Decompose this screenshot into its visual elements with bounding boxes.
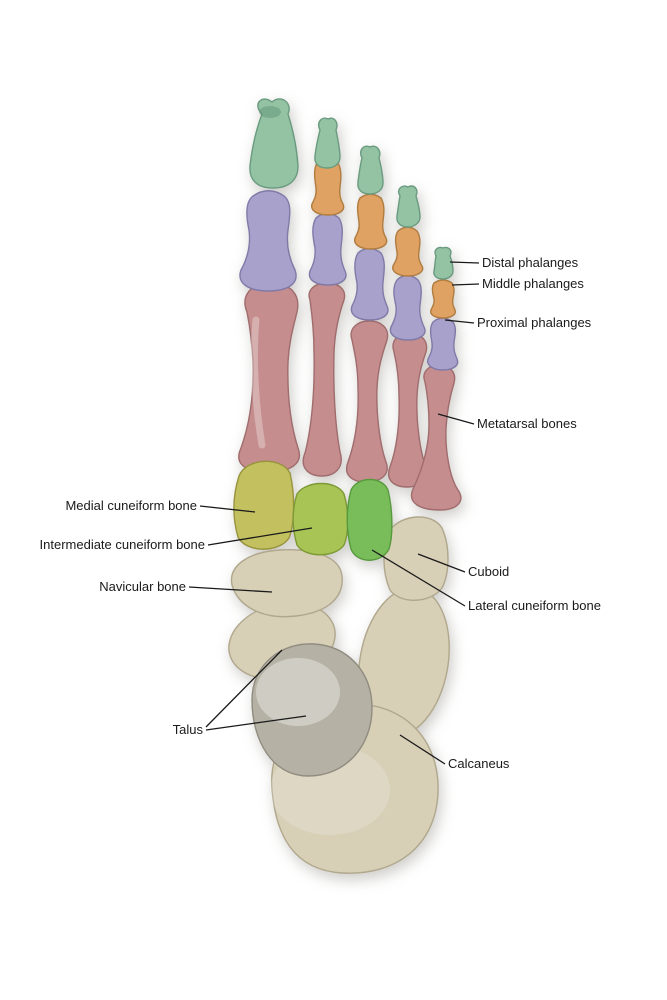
label-cuboid: Cuboid	[468, 564, 510, 579]
distal-phalanx-4-bone	[396, 185, 421, 228]
label-middle-phalanges: Middle phalanges	[482, 276, 584, 291]
navicular-bone	[230, 549, 343, 618]
bones-group	[228, 98, 462, 874]
leader-lines	[188, 261, 480, 765]
lateral-cuneiform-bone	[346, 478, 393, 561]
leader-talus-neck	[205, 649, 283, 728]
leader-distal-phalanges	[449, 261, 480, 264]
label-lateral-cuneiform: Lateral cuneiform bone	[468, 598, 601, 613]
middle-phalanx-4-bone	[392, 226, 424, 277]
leader-medial-cuneiform	[199, 505, 256, 513]
label-navicular: Navicular bone	[99, 579, 186, 594]
label-distal-phalanges: Distal phalanges	[482, 255, 579, 270]
leader-proximal-phalanges	[444, 319, 475, 324]
distal-phalanx-2-bone	[314, 117, 341, 169]
distal-phalanx-1-tuft	[259, 106, 281, 118]
talus-highlight	[256, 658, 340, 726]
label-intermediate-cuneiform: Intermediate cuneiform bone	[39, 537, 205, 552]
leader-intermediate-cuneiform	[207, 527, 313, 546]
proximal-phalanx-3-bone	[350, 247, 389, 321]
leader-cuboid	[417, 553, 466, 573]
leader-metatarsal-bones	[437, 413, 475, 425]
middle-phalanx-2-bone	[311, 158, 345, 216]
distal-phalanx-3-bone	[357, 145, 384, 195]
leader-navicular	[188, 586, 273, 593]
leader-middle-phalanges	[451, 283, 480, 286]
metatarsal-2-bone	[302, 282, 346, 477]
label-medial-cuneiform: Medial cuneiform bone	[65, 498, 197, 513]
proximal-phalanx-5-bone	[427, 317, 459, 371]
metatarsal-1-bone	[238, 282, 301, 473]
proximal-phalanx-2-bone	[308, 212, 347, 286]
leader-calcaneus	[399, 734, 446, 765]
proximal-phalanx-1-bone	[239, 190, 297, 292]
intermediate-cuneiform-bone	[292, 482, 349, 556]
proximal-phalanx-4-bone	[389, 274, 426, 341]
middle-phalanx-5-bone	[429, 279, 457, 319]
leader-lateral-cuneiform	[371, 549, 466, 607]
metatarsal-3-bone	[346, 320, 389, 483]
leader-talus-dome	[205, 715, 307, 731]
distal-phalanx-5-bone	[433, 246, 454, 280]
metatarsal-4-bone	[388, 332, 428, 488]
middle-phalanx-3-bone	[354, 193, 388, 250]
label-metatarsal-bones: Metatarsal bones	[477, 416, 577, 431]
label-talus: Talus	[172, 722, 203, 737]
label-calcaneus: Calcaneus	[448, 756, 510, 771]
medial-cuneiform-bone	[233, 460, 295, 550]
distal-phalanx-1-bone	[249, 98, 299, 189]
metatarsal-1-highlight	[250, 316, 266, 449]
talus-dome	[251, 643, 373, 777]
label-proximal-phalanges: Proximal phalanges	[477, 315, 592, 330]
cuboid-bone	[383, 516, 449, 601]
